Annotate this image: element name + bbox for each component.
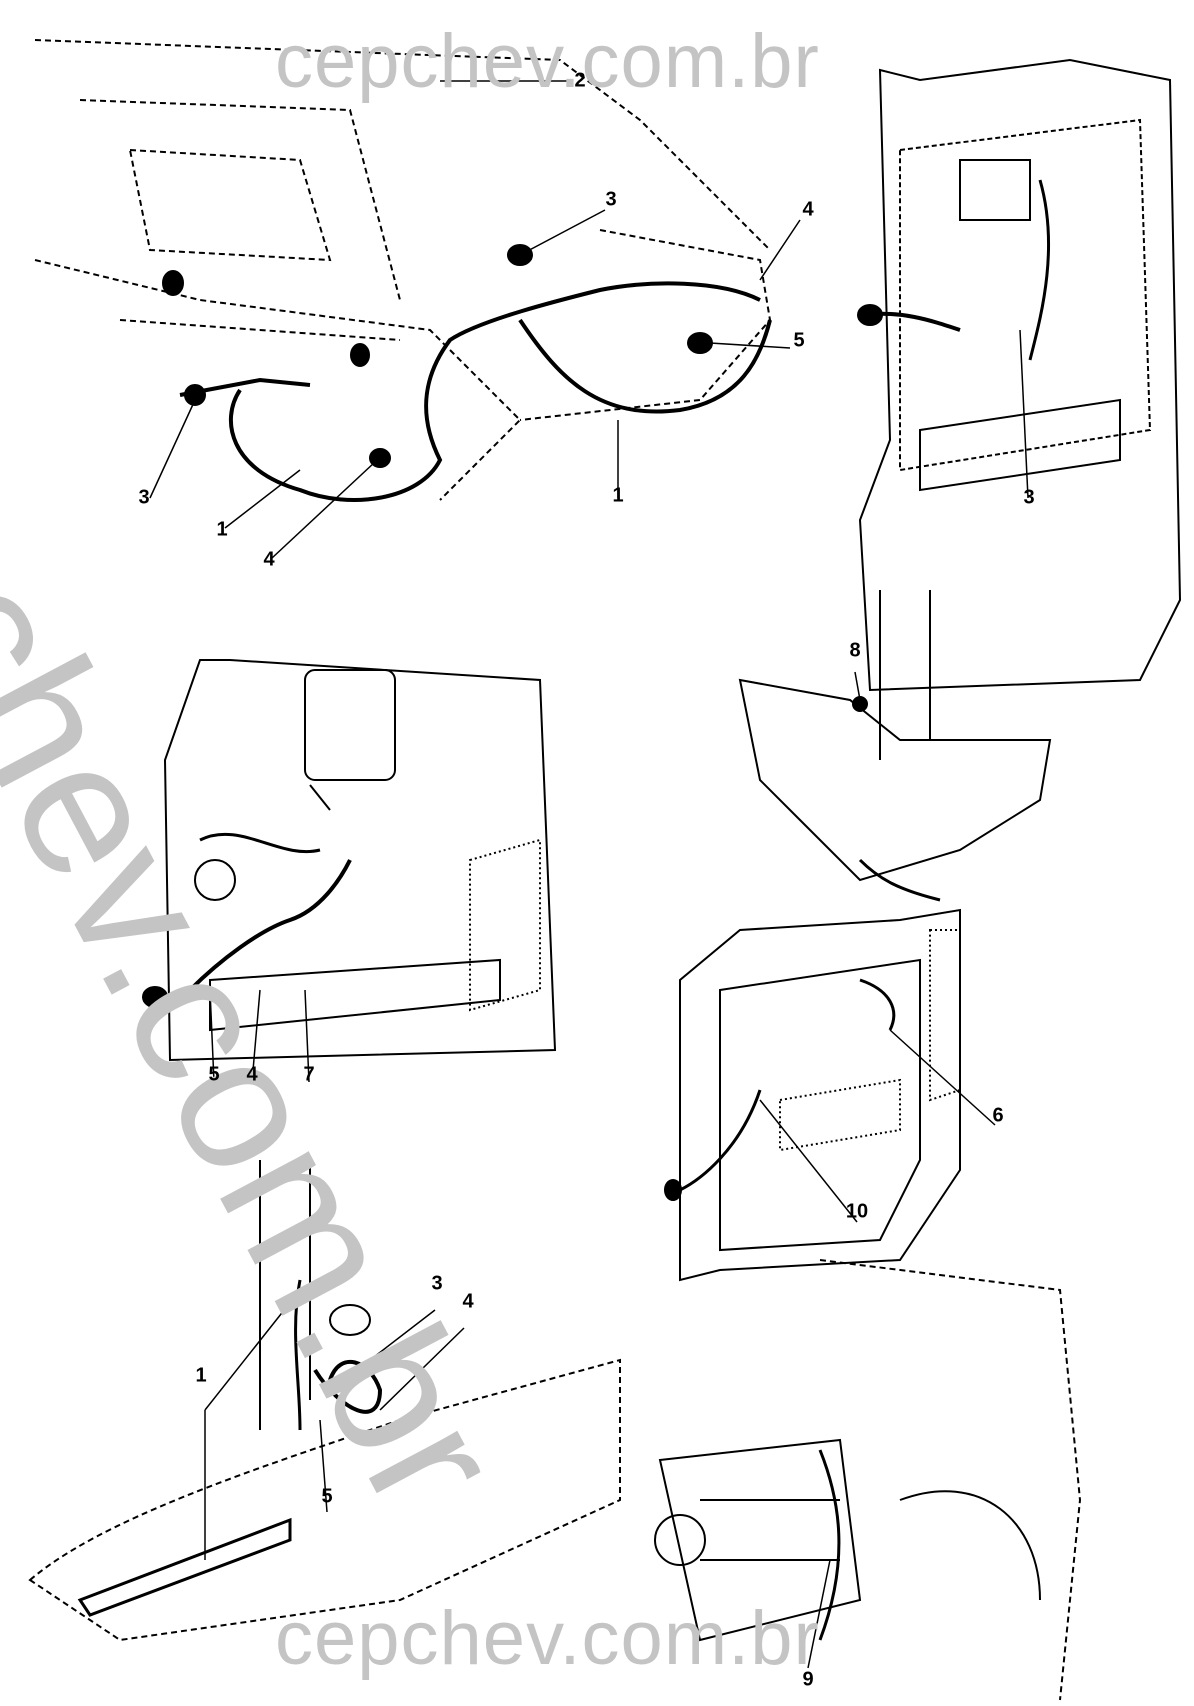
callout-9: 9 — [802, 1668, 814, 1691]
callout-1-left: 1 — [216, 518, 228, 541]
callout-5-pillar: 5 — [321, 1485, 333, 1508]
callout-3-left: 3 — [138, 486, 150, 509]
callout-2: 2 — [574, 69, 586, 92]
pillar-floor-view — [28, 1160, 621, 1642]
door-mirror-view — [142, 659, 557, 1062]
callout-4-pillar: 4 — [462, 1290, 474, 1313]
callout-4-mid: 4 — [246, 1063, 258, 1086]
callout-3-pillar: 3 — [431, 1272, 443, 1295]
callout-6: 6 — [992, 1104, 1004, 1127]
rear-door-view — [664, 908, 961, 1282]
callout-5-top: 5 — [793, 329, 805, 352]
callout-8: 8 — [849, 639, 861, 662]
front-door-view — [857, 58, 1182, 692]
wire-harness-top — [179, 281, 772, 502]
callout-7: 7 — [303, 1063, 315, 1086]
leader-lines — [149, 80, 1029, 1669]
callout-4-top: 4 — [802, 198, 814, 221]
callout-1-pillar: 1 — [195, 1364, 207, 1387]
callout-4-left: 4 — [263, 548, 275, 571]
callout-3-top: 3 — [605, 188, 617, 211]
callout-5-mid: 5 — [208, 1063, 220, 1086]
callout-3-door: 3 — [1023, 486, 1035, 509]
engine-compartment-view — [654, 1259, 1082, 1701]
floor-pillar-view — [738, 590, 1052, 902]
vehicle-interior-view — [34, 39, 772, 501]
watermark-bottom: cepchev.com.br — [275, 1596, 820, 1681]
callout-1-top: 1 — [612, 484, 624, 507]
watermark-top: cepchev.com.br — [275, 19, 820, 104]
callout-10: 10 — [845, 1200, 869, 1223]
